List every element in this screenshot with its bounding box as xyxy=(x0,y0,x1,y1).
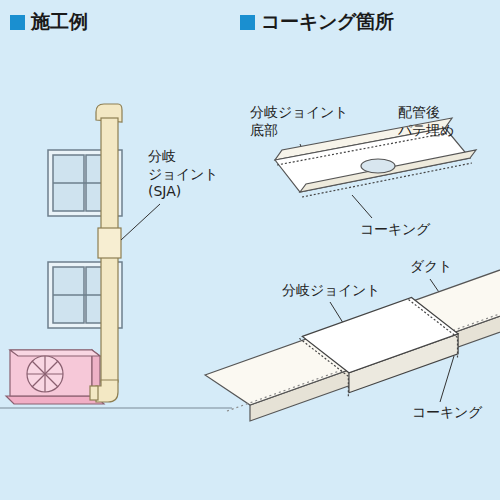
caulking-label: コーキング xyxy=(360,221,430,239)
outdoor-unit xyxy=(6,350,104,404)
caulking-dots xyxy=(277,133,447,165)
duct-run xyxy=(90,104,122,402)
part-label: 分岐ジョイント xyxy=(282,282,380,300)
caulking-dots xyxy=(302,163,472,197)
section-heading: 施工例 xyxy=(31,10,88,34)
part-label: 分岐ジョイント 底部 xyxy=(250,104,348,139)
ground-line xyxy=(0,407,232,408)
part-label: 分岐 ジョイント (SJA) xyxy=(148,148,218,201)
heading-marker xyxy=(240,15,255,30)
part-label: 配管後 パテ埋め xyxy=(398,104,454,139)
heading-marker xyxy=(10,15,25,30)
caulking-dots xyxy=(409,300,458,360)
section-heading: コーキング箇所 xyxy=(261,10,394,34)
caulking-label: コーキング xyxy=(412,404,482,422)
pipe-hole xyxy=(361,159,395,173)
caulking-dots xyxy=(299,338,348,398)
branch-joint xyxy=(299,298,458,399)
joint-top xyxy=(302,298,458,373)
part-label: ダクト xyxy=(410,258,452,276)
joint-bottom-lip xyxy=(300,150,476,192)
duct-top xyxy=(205,265,500,405)
duct xyxy=(205,265,500,421)
